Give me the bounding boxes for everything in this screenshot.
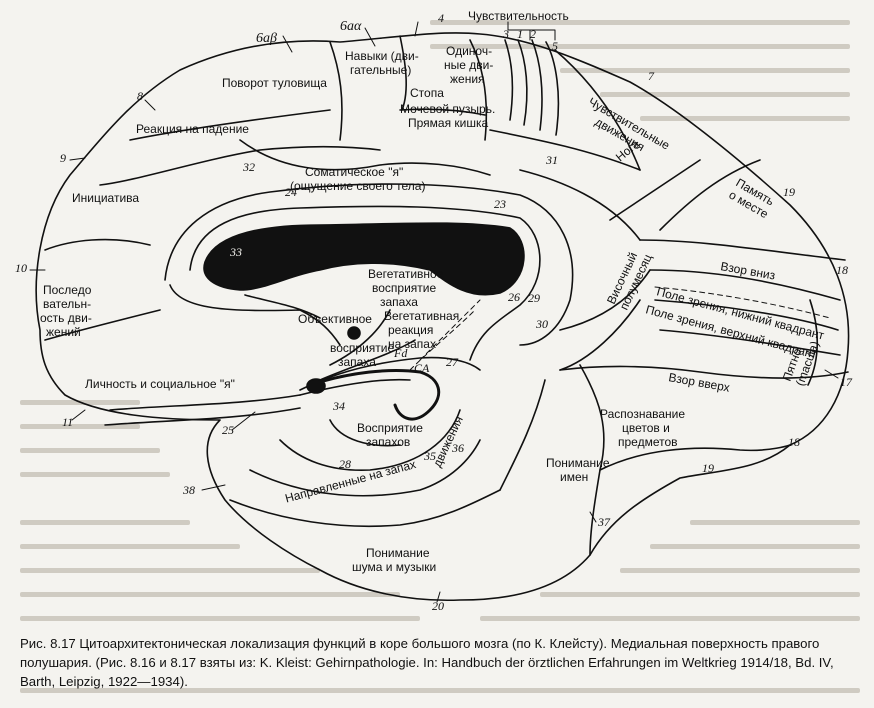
hemisphere-outline [35,32,850,602]
label-fall-reaction: Реакция на падение [136,122,249,136]
cingulate-sulcus [164,183,574,346]
area-number: 38 [182,483,195,497]
area-number: 29 [528,291,540,305]
brain-medial-surface-diagram: 6аβ 6аα Чувствительность Поворот туловищ… [15,9,853,613]
area-6a-beta-title: 6аβ [256,31,277,46]
area-number: 1 [517,27,523,41]
area-number: 4 [438,11,444,25]
area-number: 18 [788,435,800,449]
label-ca: CA [414,361,430,375]
caption-prefix: Рис. 8.17 [20,636,76,651]
area-number: 33 [229,245,242,259]
area-number: 18 [836,263,848,277]
area-number: 27 [446,355,459,369]
area-number: 30 [535,317,548,331]
label-bladder: Мочевой пузырь.Прямая кишка [400,102,495,130]
area-number: 17 [840,375,853,389]
area-number: 5 [552,39,558,53]
area-number: 7 [648,69,655,83]
area-number: 8 [137,89,143,103]
area-number: 35 [423,449,436,463]
label-single-moves: Одиноч-ные дви-жения [444,44,493,86]
area-number: 3 [502,27,509,41]
area-number: 37 [597,515,611,529]
label-fd: Fd [393,346,408,360]
area-number: 10 [15,261,27,275]
area-numbers: 4 3 1 2 5 7 8 9 10 11 17 18 18 19 19 20 … [15,11,853,613]
area-number: 36 [451,441,464,455]
label-initiative: Инициатива [72,191,139,205]
callosal-sulcus [189,205,541,361]
label-foot: Стопа [410,86,444,100]
label-somatic-self: Соматическое "я"(ощущение своего тела) [290,165,425,193]
area-number: 19 [702,461,714,475]
label-personality: Личность и социальное "я" [85,377,235,391]
area-number: 24 [285,185,297,199]
area-number: 32 [242,160,255,174]
label-sensitivity: Чувствительность [468,9,569,23]
area-number: 20 [432,599,444,613]
area-number: 31 [545,153,558,167]
area-6a-alpha-title: 6аα [340,19,362,34]
area-number: 34 [332,399,345,413]
area-number: 9 [60,151,66,165]
area-number: 25 [222,423,234,437]
area-number: 23 [494,197,506,211]
label-place-memory: Памятьо месте [727,175,778,221]
area-number: 11 [62,415,73,429]
label-motor-skills: Навыки (дви-гательные) [345,49,419,77]
caption-text: Цитоархитектоническая локализация функци… [20,636,834,689]
area-number: 2 [530,27,536,41]
label-trunk-turn: Поворот туловища [222,76,327,90]
figure-caption: Рис. 8.17 Цитоархитектоническая локализа… [20,634,860,691]
area-number: 26 [508,290,520,304]
area-number: 28 [339,457,351,471]
corpus-callosum [203,222,525,296]
label-objective: Объективное [298,312,372,326]
area-number: 19 [783,185,795,199]
